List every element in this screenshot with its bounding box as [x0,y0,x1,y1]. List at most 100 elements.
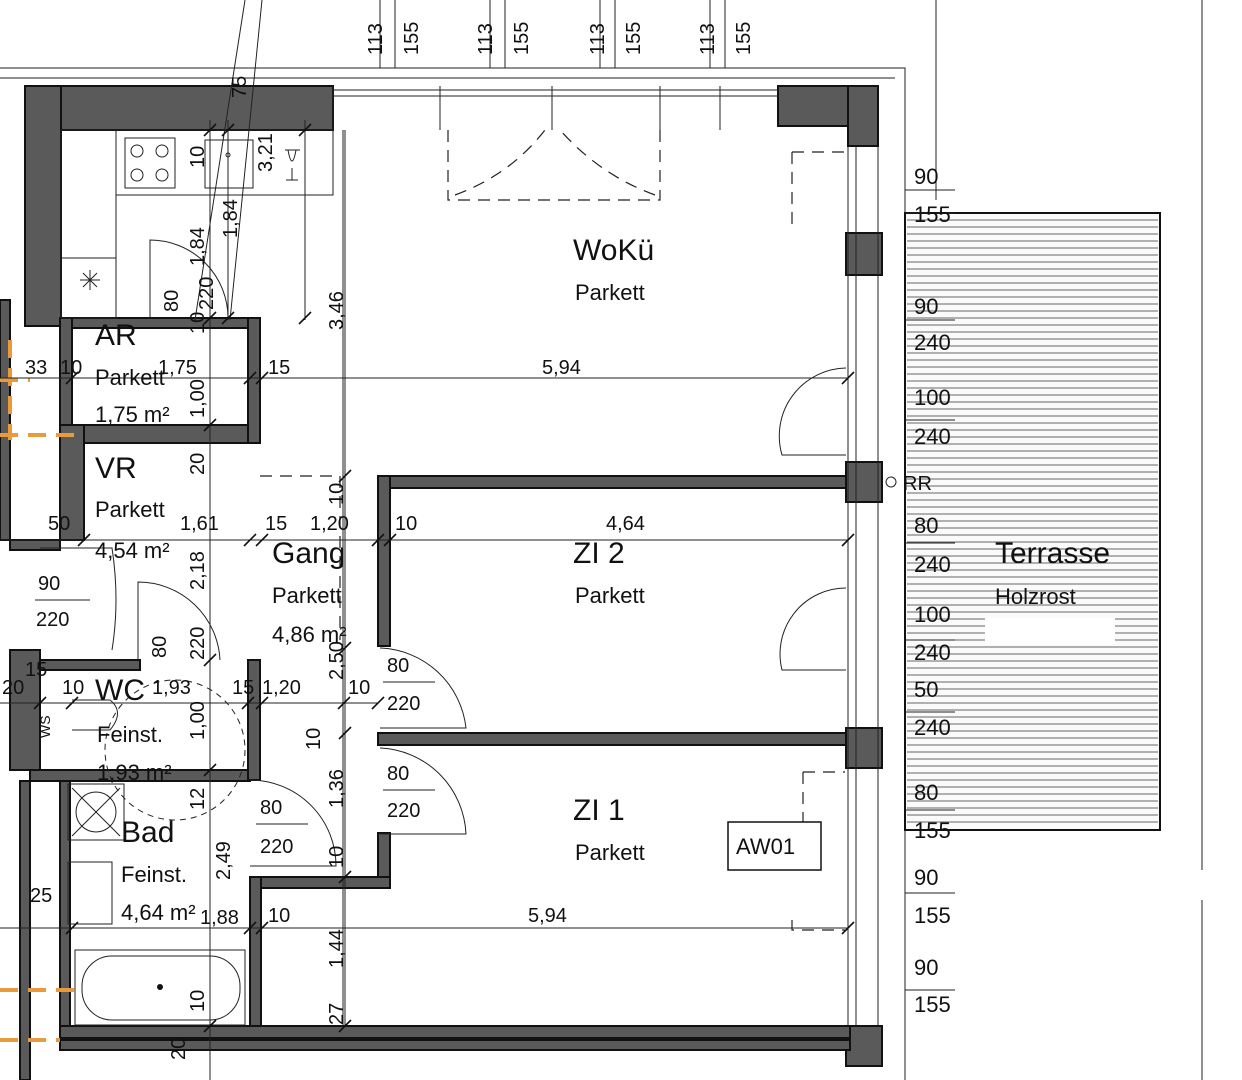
room-floor-woku: Parkett [575,280,645,305]
top-dim-label: 155 [511,22,533,55]
dim-label: 220 [187,627,209,660]
dim-tick [241,696,255,710]
door-height: 220 [387,693,420,715]
room-name-zi1: ZI 1 [573,794,625,827]
doors [40,129,847,931]
dim-label: 1,61 [180,513,219,535]
dim-tick [33,696,47,710]
right-dim-label: 50 [914,677,938,702]
right-dim-label: 240 [914,715,951,740]
dim-label: 10 [187,990,209,1012]
room-floor-vr: Parkett [95,497,165,522]
dim-tick [338,469,352,483]
door-width: 90 [38,573,60,595]
top-dim-label: 113 [587,23,609,55]
room-name-zi2: ZI 2 [573,537,625,570]
dim-label: 10 [60,357,82,379]
dim-label: 10 [268,905,290,927]
dim-tick [203,653,217,667]
walls [0,85,883,1080]
door-height: 220 [260,836,293,858]
dim-label: 33 [25,357,47,379]
dim-tick [255,533,269,547]
room-floor-bad: Feinst. [121,862,187,887]
terrace [904,212,1161,831]
dim-label: 10 [326,483,348,505]
room-labels: WoKü Parkett ZI 2 Parkett ZI 1 Parkett G… [95,234,1110,925]
right-dim-label: 90 [914,955,938,980]
dim-tick [338,726,352,740]
right-dim-label: 80 [914,513,938,538]
dim-tick [203,123,217,137]
dim-tick [338,870,352,884]
dim-label: 220 [196,277,218,310]
door-labels: 90 220 80 220 80 220 80 220 [35,573,435,858]
dim-tick [65,921,79,935]
dim-label: 3,21 [255,133,277,172]
dim-label: 10 [326,846,348,868]
room-floor-zi2: Parkett [575,583,645,608]
door-width: 80 [387,763,409,785]
dim-label: 20 [2,677,24,699]
dim-label: 15 [268,357,290,379]
room-name-vr: VR [95,452,137,485]
right-dim-label: 240 [914,424,951,449]
dim-label: 10 [303,728,325,750]
dim-tick [77,533,91,547]
dim-tick [203,311,217,325]
right-dim-label: 80 [914,780,938,805]
dim-tick [338,641,352,655]
room-area-gang: 4,86 m² [272,622,347,647]
dim-tick [203,1019,217,1033]
aw01-label: AW01 [736,834,795,859]
room-name-bad: Bad [121,816,174,849]
dim-label: 2,50 [326,641,348,680]
dimension-lines [0,0,955,1080]
dim-label: 1,84 [187,227,209,266]
dim-label: 15 [25,659,47,681]
dim-label: 5,94 [528,905,567,927]
dim-label: 1,00 [187,379,209,418]
dim-tick [255,696,269,710]
dim-tick [221,123,235,137]
dim-tick [338,1019,352,1033]
dim-tick [203,418,217,432]
room-floor-ar: Parkett [95,365,165,390]
room-area-vr: 4,54 m² [95,538,170,563]
dim-label: 1,00 [187,701,209,740]
right-dim-label: 155 [914,992,951,1017]
dim-label: 10 [187,146,209,168]
dim-tick [65,371,79,385]
room-floor-gang: Parkett [272,583,342,608]
door-width: 80 [387,655,409,677]
right-dim-label: 155 [914,202,951,227]
dim-tick [298,311,312,325]
dim-tick [65,696,79,710]
dim-label: 10 [187,312,209,334]
dim-label: 1,93 [152,677,191,699]
right-dim-label: 155 [914,903,951,928]
right-dim-label: 240 [914,330,951,355]
right-dim-label: 100 [914,602,951,627]
dim-tick [841,533,855,547]
room-name-terrasse: Terrasse [995,537,1110,570]
dim-tick [371,696,385,710]
dim-label: 1,44 [326,929,348,968]
room-floor-wc: Feinst. [97,722,163,747]
dim-tick [841,921,855,935]
dim-label: 1,20 [310,513,349,535]
dim-tick [383,533,397,547]
bath-fixtures [67,679,246,1026]
dim-label: 15 [265,513,287,535]
room-area-wc: 1,93 m² [97,760,172,785]
dim-label: 20 [187,453,209,475]
right-dim-label: 155 [914,818,951,843]
dim-tick [221,311,235,325]
dim-tick [298,123,312,137]
dim-label: 27 [326,1003,348,1025]
top-dim-label: 155 [733,22,755,55]
room-area-ar: 1,75 m² [95,402,170,427]
edge-markers [0,340,80,1042]
dim-tick [203,763,217,777]
